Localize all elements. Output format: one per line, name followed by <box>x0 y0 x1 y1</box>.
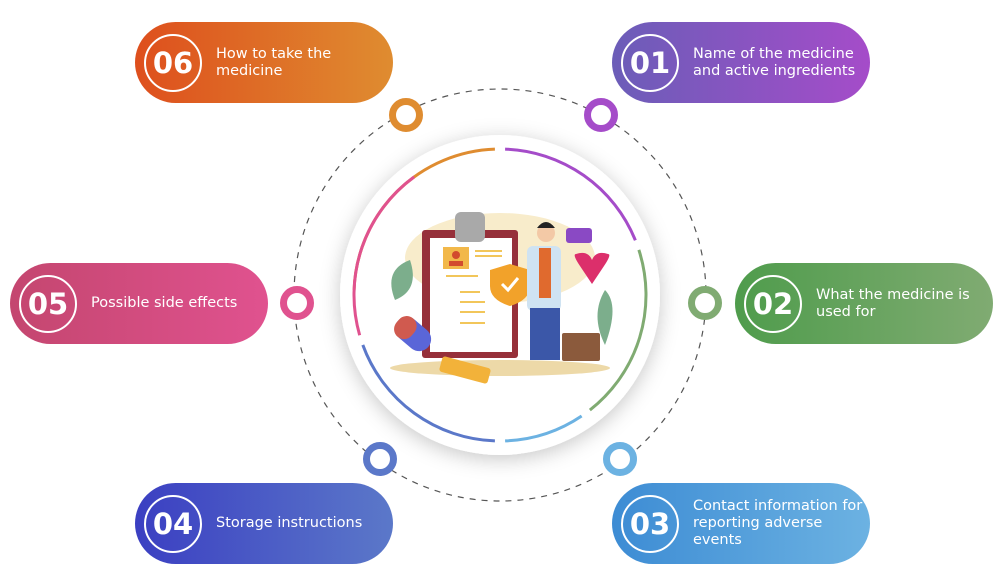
arc-step-02 <box>588 249 648 412</box>
step-01-pill: 01 Name of the medicine and active ingred… <box>612 22 870 103</box>
step-number: 05 <box>19 274 77 333</box>
step-03-ring-marker <box>603 442 637 476</box>
arc-step-01 <box>505 147 637 241</box>
step-04-ring-marker <box>363 442 397 476</box>
step-number: 03 <box>621 494 679 553</box>
arc-step-03 <box>505 414 583 443</box>
step-label: Name of the medicine and active ingredie… <box>693 45 856 79</box>
step-label: How to take the medicine <box>216 45 332 79</box>
step-06-ring-marker <box>389 98 423 132</box>
step-number: 01 <box>621 33 679 92</box>
step-04-pill: 04 Storage instructions <box>135 483 393 564</box>
step-number: 06 <box>144 33 202 92</box>
step-02-pill: 02 What the medicine is used for <box>735 263 993 344</box>
step-label: Storage instructions <box>216 515 363 531</box>
arc-step-04 <box>361 344 495 443</box>
step-label: Contact information for reporting advers… <box>693 498 863 548</box>
doctor-illustration <box>390 212 613 384</box>
step-02-ring-marker <box>688 286 722 320</box>
arc-step-05 <box>352 175 416 336</box>
step-06-pill: 06 How to take the medicine <box>135 22 393 103</box>
step-05-ring-marker <box>280 286 314 320</box>
color-arcs <box>352 147 648 443</box>
step-03-pill: 03 Contact information for reporting adve… <box>612 483 870 564</box>
step-01-ring-marker <box>584 98 618 132</box>
step-number: 04 <box>144 494 202 553</box>
step-05-pill: 05 Possible side effects <box>10 263 268 344</box>
step-label: Possible side effects <box>91 295 238 311</box>
step-label: What the medicine is used for <box>816 286 970 320</box>
step-number: 02 <box>744 274 802 333</box>
